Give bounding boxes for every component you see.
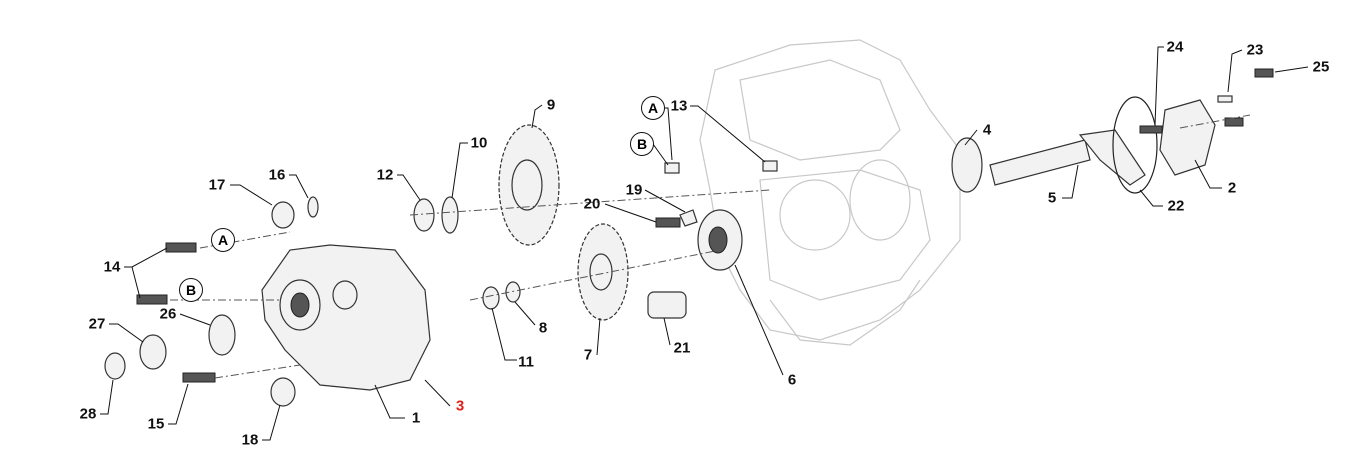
leader-lines	[100, 46, 1309, 441]
washer-16	[307, 196, 319, 218]
callout-24: 24	[1166, 38, 1184, 56]
callout-25: 25	[1312, 58, 1330, 76]
nipple-24	[1139, 125, 1163, 134]
bolt-20	[655, 217, 681, 228]
bolt-15	[182, 372, 216, 383]
gear-9	[498, 124, 560, 246]
callout-21: 21	[673, 339, 691, 357]
callout-3-highlighted: 3	[455, 397, 465, 415]
callout-18: 18	[241, 431, 259, 449]
callout-19: 19	[625, 181, 643, 199]
callout-6: 6	[787, 371, 797, 389]
callout-20: 20	[583, 195, 601, 213]
callout-4: 4	[982, 121, 992, 139]
bolt-14a	[165, 242, 197, 253]
callout-26: 26	[159, 305, 177, 323]
nut-27	[139, 334, 167, 370]
cover-part-1	[261, 244, 431, 391]
nut-28	[104, 352, 126, 380]
washer-8	[505, 281, 521, 303]
callout-28: 28	[79, 405, 97, 423]
callout-5: 5	[1047, 189, 1057, 207]
callout-10: 10	[470, 134, 488, 152]
callout-23: 23	[1246, 41, 1264, 59]
reference-b-right: B	[630, 132, 654, 156]
plug-17	[271, 201, 295, 229]
pin-23	[1217, 95, 1233, 103]
callout-27: 27	[88, 315, 106, 333]
gear-7	[577, 223, 629, 321]
washer-11	[482, 286, 500, 310]
engine-block-ghost	[699, 39, 961, 346]
shaft-5	[951, 129, 1146, 193]
callout-9: 9	[546, 96, 556, 114]
dowel-13	[762, 160, 778, 172]
callout-1: 1	[411, 409, 421, 427]
sleeve-21	[647, 291, 687, 319]
seal-26	[208, 314, 236, 356]
callout-17: 17	[208, 176, 226, 194]
callout-7: 7	[583, 346, 593, 364]
reference-a-right: A	[641, 96, 665, 120]
tab-19	[679, 209, 698, 227]
bushing-18	[270, 377, 296, 407]
washer-10	[441, 196, 459, 234]
plate-2	[1159, 99, 1216, 176]
bolt-25	[1254, 68, 1274, 78]
callout-15: 15	[147, 415, 165, 433]
reference-b-left: B	[179, 278, 203, 302]
callout-14: 14	[103, 258, 121, 276]
o-ring-22	[1112, 96, 1158, 194]
callout-22: 22	[1167, 197, 1185, 215]
reference-a-left: A	[211, 228, 235, 252]
callout-2: 2	[1227, 179, 1237, 197]
callout-13: 13	[670, 97, 688, 115]
callout-12: 12	[376, 166, 394, 184]
callout-16: 16	[268, 166, 286, 184]
dowel-b	[664, 162, 680, 174]
bolt-14b	[136, 294, 168, 305]
callout-8: 8	[538, 319, 548, 337]
callout-11: 11	[518, 353, 534, 371]
bearing-6	[697, 209, 743, 271]
